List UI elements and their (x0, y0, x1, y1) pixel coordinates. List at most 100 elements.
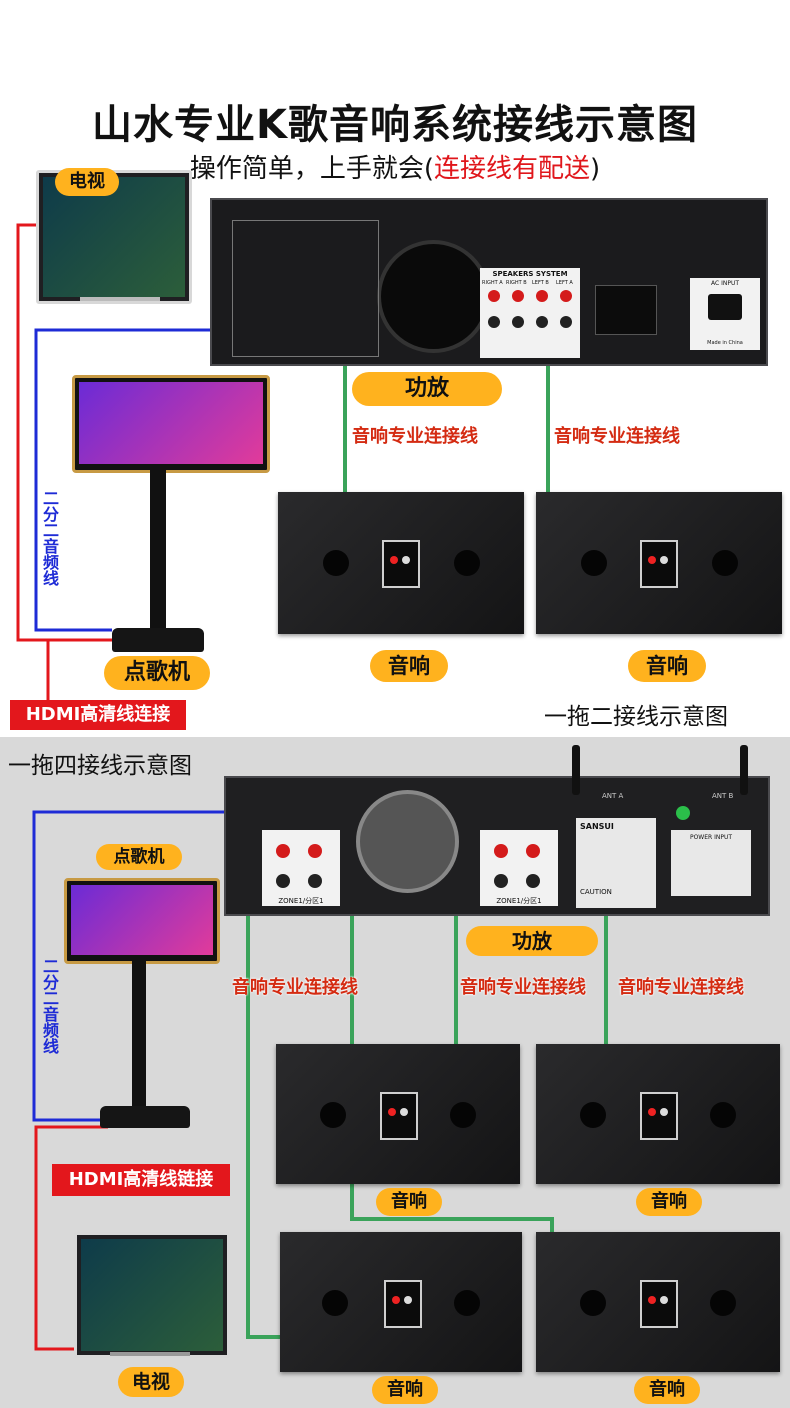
speaker-port (712, 550, 738, 576)
caution-label: CAUTION (580, 888, 612, 896)
bottom-kiosk (64, 878, 220, 964)
subtitle-highlight: 连接线有配送 (433, 154, 590, 184)
bottom-amp-info-panel: SANSUI CAUTION (576, 818, 656, 908)
zone1-terminal-black-2 (308, 874, 322, 888)
speaker-port (580, 1102, 606, 1128)
top-tv-screen (43, 177, 185, 297)
zone1-terminal-black-1 (276, 874, 290, 888)
bottom-speaker-2 (536, 1044, 780, 1184)
page-title: 山水专业K歌音响系统接线示意图 (92, 102, 698, 148)
top-tv-label: 电视 (55, 168, 119, 196)
speaker-port (323, 550, 349, 576)
top-amp-input-panel (232, 220, 379, 357)
ant-a-label: ANT A (602, 792, 624, 800)
bottom-kiosk-screen (71, 885, 213, 955)
speaker-port (320, 1102, 346, 1128)
bottom-tv-screen (81, 1239, 223, 1351)
terminal-black-2 (512, 316, 524, 328)
bottom-speaker-label-3: 音响 (372, 1376, 438, 1404)
top-speaker-right (536, 492, 782, 634)
brand-label: SANSUI (580, 822, 614, 831)
bottom-tv (74, 1232, 230, 1358)
bottom-audio-cable-label: 二分二音频线 (40, 958, 59, 1054)
right-b-label: RIGHT B (506, 280, 527, 286)
bottom-kiosk-label: 点歌机 (96, 844, 182, 870)
zone2-terminal-black-2 (526, 874, 540, 888)
bottom-amp-fan (356, 790, 459, 893)
top-audio-cable-label: 二分二音频线 (40, 490, 59, 586)
speaker-port (450, 1102, 476, 1128)
speaker-terminal (382, 540, 420, 588)
bottom-kiosk-base (100, 1106, 190, 1128)
top-speaker-left (278, 492, 524, 634)
bottom-speaker-3 (280, 1232, 522, 1372)
bottom-hdmi-label: HDMI高清线链接 (52, 1164, 230, 1196)
bottom-speaker-label-2: 音响 (636, 1188, 702, 1216)
ac-socket (708, 294, 742, 320)
speaker-port (710, 1102, 736, 1128)
bottom-cable-2-label: 音响专业连接线 (460, 977, 586, 998)
top-hdmi-wire (16, 223, 112, 642)
subtitle-main: 操作简单，上手就会( (189, 154, 434, 184)
top-kiosk-label: 点歌机 (104, 656, 210, 690)
bottom-cable-1-label: 音响专业连接线 (232, 977, 358, 998)
top-kiosk-pole (150, 466, 166, 631)
page-subtitle: 操作简单，上手就会(连接线有配送) (0, 148, 790, 185)
speaker-port (580, 1290, 606, 1316)
speaker-port (322, 1290, 348, 1316)
bottom-amp-label: 功放 (466, 926, 598, 956)
top-audio-wire (34, 328, 240, 632)
bottom-diagram-caption: 一拖四接线示意图 (8, 753, 192, 779)
top-speaker-left-label: 音响 (370, 650, 448, 682)
speaker-port (454, 550, 480, 576)
top-kiosk (72, 375, 270, 473)
bottom-amp-power-panel: POWER INPUT (671, 830, 751, 896)
top-amp-display (595, 285, 657, 335)
top-amp-label: 功放 (352, 372, 502, 406)
power-led (676, 806, 690, 820)
bottom-tv-label: 电视 (118, 1367, 184, 1397)
zone1-label: ZONE1/分区1 (278, 897, 324, 905)
bottom-speaker-label-1: 音响 (376, 1188, 442, 1216)
left-b-label: LEFT B (532, 280, 549, 286)
top-amp-fan (377, 240, 490, 353)
terminal-black-4 (560, 316, 572, 328)
speaker-port (581, 550, 607, 576)
terminal-red-2 (512, 290, 524, 302)
zone2-label: ZONE1/分区1 (496, 897, 542, 905)
bottom-kiosk-pole (132, 957, 146, 1109)
zone1-terminal-red-1 (276, 844, 290, 858)
top-cable-right-label: 音响专业连接线 (554, 426, 680, 447)
bottom-audio-wire (32, 810, 270, 1122)
speaker-terminal (384, 1280, 422, 1328)
power-input-label: POWER INPUT (689, 834, 733, 841)
speakers-system-label: SPEAKERS SYSTEM (492, 270, 568, 278)
terminal-red-4 (560, 290, 572, 302)
terminal-black-1 (488, 316, 500, 328)
speaker-terminal (640, 1092, 678, 1140)
antenna-a (572, 745, 580, 795)
top-cable-left-label: 音响专业连接线 (352, 426, 478, 447)
top-hdmi-label: HDMI高清线连接 (10, 700, 186, 730)
zone1-terminal-red-2 (308, 844, 322, 858)
antenna-b (740, 745, 748, 795)
speaker-port (454, 1290, 480, 1316)
top-amp-speaker-panel: SPEAKERS SYSTEM RIGHT A RIGHT B LEFT B L… (480, 268, 580, 358)
bottom-amplifier: ZONE1/分区1 ZONE1/分区1 SANSUI CAUTION ANT A… (224, 776, 770, 916)
speaker-terminal (380, 1092, 418, 1140)
top-tv-stand (80, 297, 160, 301)
bottom-hdmi-wire (34, 1125, 108, 1351)
top-amp-ac-panel: AC INPUT Made in China (690, 278, 760, 350)
speaker-terminal (640, 1280, 678, 1328)
subtitle-end: ) (590, 154, 601, 184)
bottom-speaker-1 (276, 1044, 520, 1184)
bottom-tv-stand (110, 1352, 190, 1356)
zone2-terminal-red-2 (526, 844, 540, 858)
zone2-terminal-black-1 (494, 874, 508, 888)
terminal-black-3 (536, 316, 548, 328)
bottom-amp-zone2-panel: ZONE1/分区1 (480, 830, 558, 906)
speaker-port (710, 1290, 736, 1316)
bottom-speaker-label-4: 音响 (634, 1376, 700, 1404)
terminal-red-1 (488, 290, 500, 302)
top-kiosk-base (112, 628, 204, 652)
